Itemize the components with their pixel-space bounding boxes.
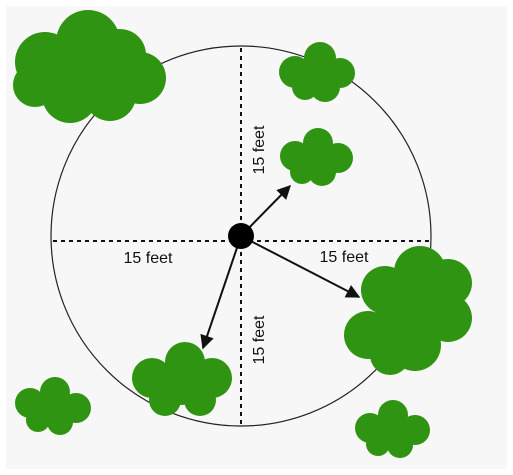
bush-icon — [132, 342, 232, 416]
arrow-icon — [203, 236, 241, 348]
bush-icon — [13, 10, 166, 123]
label-right: 15 feet — [320, 249, 369, 266]
bush-icon — [279, 42, 355, 102]
center-dot-icon — [228, 223, 254, 249]
label-left: 15 feet — [124, 250, 173, 267]
bush-icon — [355, 400, 430, 458]
arrow-icon — [241, 236, 359, 297]
label-up: 15 feet — [251, 125, 268, 174]
bush-icon — [15, 377, 91, 435]
bush-icon — [280, 128, 353, 186]
label-down: 15 feet — [251, 315, 268, 364]
